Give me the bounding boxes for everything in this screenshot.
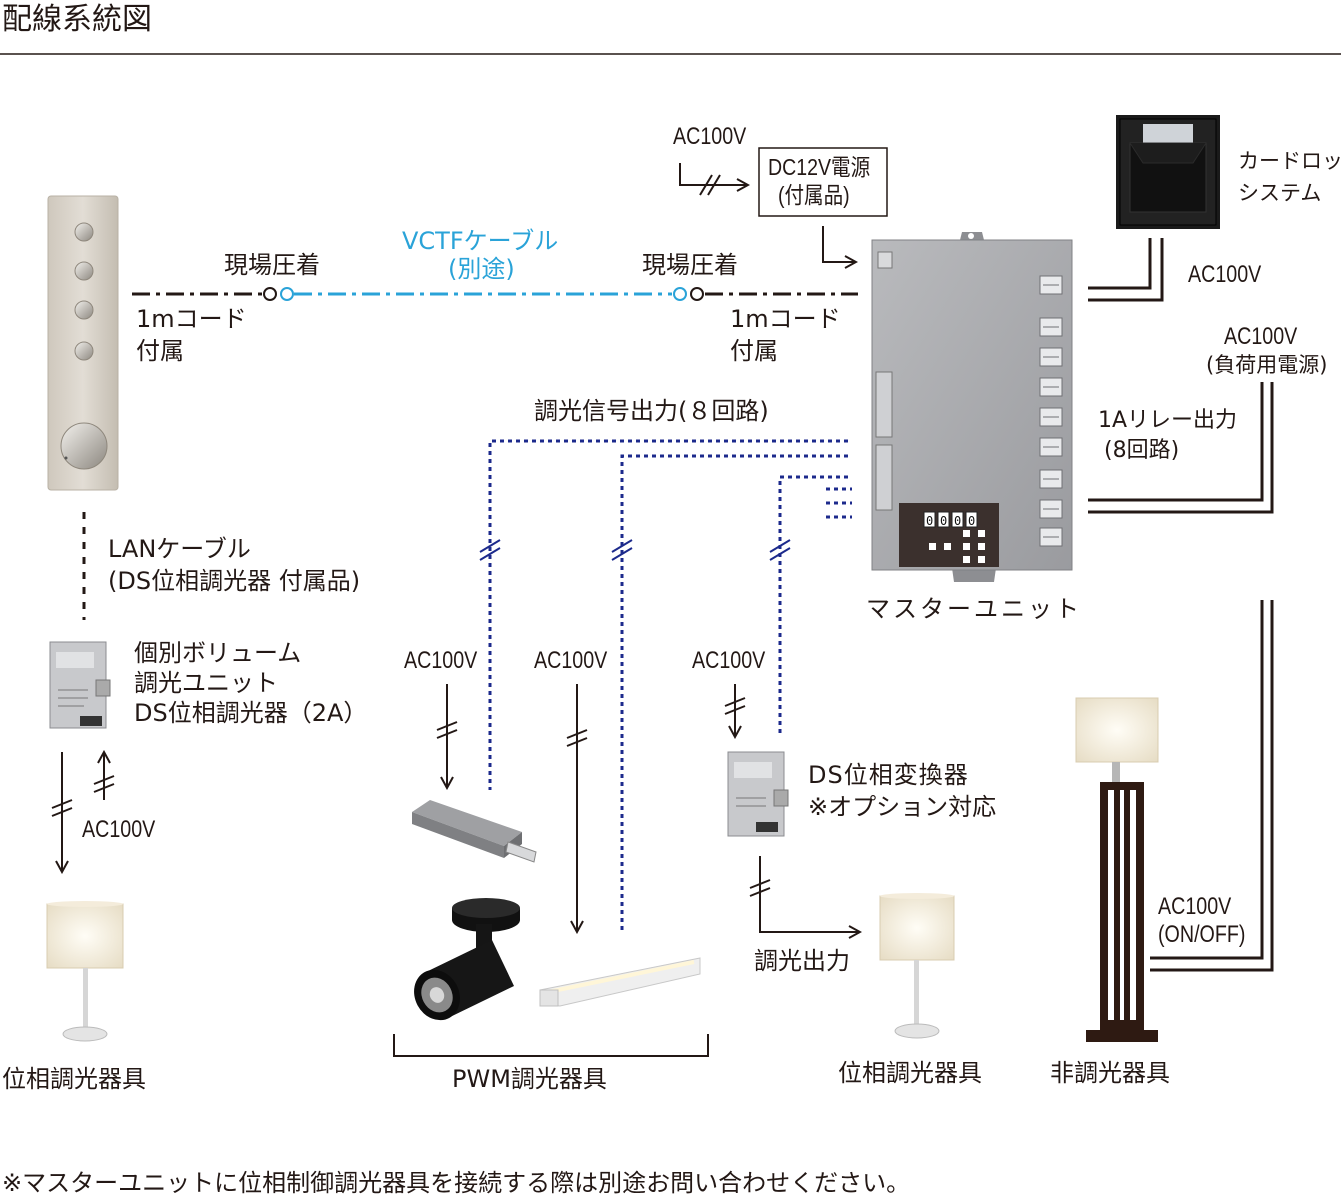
pwm-bracket — [393, 1034, 709, 1057]
page-title: 配線系統図 — [2, 2, 152, 37]
relay-output-note: (8回路) — [1104, 438, 1180, 463]
footnote: ※マスターユニットに位相制御調光器具を接続する際は別途お問い合わせください。 — [2, 1169, 911, 1197]
cord-label-left: 1mコード — [136, 305, 247, 333]
signal-tick-marks — [479, 539, 791, 561]
master-unit-label: マスターユニット — [866, 595, 1082, 623]
spotlight-fixture — [414, 898, 520, 1021]
onoff-note: (ON/OFF) — [1158, 921, 1246, 948]
table-lamp-left — [46, 901, 124, 1042]
ac-label-spotlight: AC100V — [534, 647, 608, 674]
fixture-phase-right-label: 位相調光器具 — [838, 1059, 982, 1087]
dc-supply-note: (付属品) — [778, 182, 850, 208]
individual-unit-label: 個別ボリューム — [134, 639, 302, 667]
relay-wiring — [1088, 382, 1274, 972]
lan-cable-note: (DS位相調光器 付属品) — [108, 567, 361, 595]
crimp-label-left: 現場圧着 — [224, 251, 320, 279]
lan-cable-label: LANケーブル — [108, 535, 251, 563]
cord-note-left: 付属 — [136, 337, 184, 365]
card-lock-device — [1116, 115, 1220, 229]
crimp-label-right: 現場圧着 — [642, 251, 738, 279]
ds-converter-label: DS位相変換器 — [808, 761, 969, 789]
individual-unit-label-3: DS位相調光器（2A） — [134, 699, 368, 727]
dimming-output-label: 調光出力 — [754, 947, 850, 975]
onoff-ac-label: AC100V — [1158, 893, 1232, 920]
wall-switch-plate — [47, 195, 119, 491]
fixture-non-dimming-label: 非調光器具 — [1050, 1059, 1170, 1087]
display-digit: 0 — [926, 514, 933, 528]
ds-converter-note: ※オプション対応 — [808, 793, 997, 821]
individual-unit-label-2: 調光ユニット — [134, 669, 278, 697]
vctf-cable-note: (別途) — [448, 255, 515, 283]
dimming-signal-label: 調光信号出力(８回路) — [534, 397, 769, 425]
display-digit: 0 — [968, 514, 975, 528]
led-bar-fixture — [539, 957, 701, 1007]
ac-tick-marks — [51, 697, 771, 897]
dc-supply-ac-label: AC100V — [673, 123, 747, 150]
cord-note-right: 付属 — [730, 337, 778, 365]
relay-output-label: 1Aリレー出力 — [1098, 408, 1238, 433]
card-lock-label-2: システム — [1238, 181, 1322, 205]
individual-dimmer-unit — [49, 641, 111, 729]
display-digit: 0 — [940, 514, 947, 528]
master-unit — [871, 232, 1073, 582]
cable-run — [132, 287, 858, 301]
card-lock-ac-label: AC100V — [1188, 261, 1262, 288]
dc-supply-label: DC12V電源 — [768, 154, 871, 180]
load-power-note: (負荷用電源) — [1206, 353, 1328, 377]
ac-label-left: AC100V — [82, 816, 156, 843]
vctf-cable-label: VCTFケーブル — [402, 227, 559, 255]
ac-label-driver: AC100V — [404, 647, 478, 674]
dc-power-supply — [679, 147, 888, 262]
dimming-signal-lines — [488, 439, 852, 932]
fixture-phase-left-label: 位相調光器具 — [2, 1065, 146, 1093]
ds-phase-converter — [727, 751, 789, 837]
fixture-pwm-label: PWM調光器具 — [452, 1065, 607, 1093]
card-lock-wiring — [1088, 238, 1164, 302]
load-power-label: AC100V — [1224, 323, 1298, 350]
floor-lamp — [1075, 697, 1159, 1042]
table-lamp-right — [879, 893, 955, 1039]
cord-label-right: 1mコード — [730, 305, 841, 333]
led-power-supply — [412, 800, 537, 863]
ac-label-converter: AC100V — [692, 647, 766, 674]
display-digit: 0 — [954, 514, 961, 528]
card-lock-label: カードロック — [1238, 149, 1341, 173]
